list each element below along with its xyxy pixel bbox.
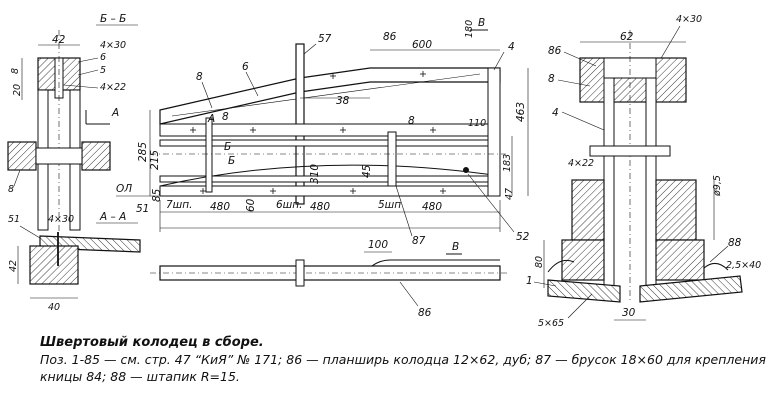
ref-51: 51 xyxy=(136,203,149,215)
ref-8-inner: 8 xyxy=(222,111,229,123)
dim-215: 215 xyxy=(149,150,161,170)
dim-2-5x40: 2,5×40 xyxy=(726,260,761,271)
ref-52: 52 xyxy=(516,231,530,243)
dim-47: 47 xyxy=(504,188,515,200)
dim-100: 100 xyxy=(368,239,388,251)
dim-38: 38 xyxy=(336,95,350,107)
dim-463: 463 xyxy=(515,102,527,122)
section-bb: Б – Б 42 4×30 8 20 6 5 4×22 8 А xyxy=(7,13,138,232)
shaft-well-drawing: Б – Б 42 4×30 8 20 6 5 4×22 8 А А – xyxy=(7,13,761,329)
ref-86-bottom: 86 xyxy=(418,307,432,319)
section-bb-title: Б – Б xyxy=(100,13,126,25)
dim-480-b: 480 xyxy=(310,201,330,213)
dim-4x22: 4×22 xyxy=(100,82,126,93)
ref-57: 57 xyxy=(318,33,332,45)
section-mark-v-top: В xyxy=(478,17,485,29)
dim-80: 80 xyxy=(534,256,545,268)
ref-86-top: 86 xyxy=(383,31,397,43)
dim-285: 285 xyxy=(137,142,149,162)
ref-8-bb: 8 xyxy=(8,184,14,195)
dim-4x30-vv: 4×30 xyxy=(676,14,702,25)
dim-4x30: 4×30 xyxy=(100,40,126,51)
caption-title: Швертовый колодец в сборе. xyxy=(40,335,264,350)
dim-4x22-vv: 4×22 xyxy=(568,158,594,169)
ref-ol: ОЛ xyxy=(116,183,132,195)
ref-51-aa: 51 xyxy=(8,214,20,225)
dim-85: 85 xyxy=(151,188,163,202)
main-view: 57 86 600 180 В 4 8 6 38 463 110 183 47 … xyxy=(116,17,530,247)
ref-5: 5 xyxy=(100,65,106,76)
ref-4-vv: 4 xyxy=(552,107,559,119)
dim-600: 600 xyxy=(412,39,432,51)
dim-110: 110 xyxy=(468,118,486,129)
dim-20: 20 xyxy=(12,84,23,96)
ref-4: 4 xyxy=(508,41,515,53)
dim-5x65: 5×65 xyxy=(538,318,564,329)
arrow-a: А xyxy=(111,107,119,119)
ref-8-top: 8 xyxy=(196,71,203,83)
ref-8-vv: 8 xyxy=(548,73,555,85)
dim-60: 60 xyxy=(245,198,257,212)
ref-b2: Б xyxy=(228,155,235,167)
dim-6shp: 6шп. xyxy=(276,199,303,211)
ref-6: 6 xyxy=(100,52,106,63)
dim-d9-5: ø9,5 xyxy=(712,175,723,197)
ref-b1: Б xyxy=(224,141,231,153)
dim-183: 183 xyxy=(502,154,513,172)
bottom-view: 100 В 86 xyxy=(150,239,510,319)
dim-5shp: 5шп xyxy=(378,199,401,211)
ref-1-vv: 1 xyxy=(526,275,533,287)
ref-8-right: 8 xyxy=(408,115,415,127)
dim-30: 30 xyxy=(622,307,636,319)
dim-4x30-aa: 4×30 xyxy=(48,214,74,225)
dim-180: 180 xyxy=(464,20,475,38)
dim-42-aa: 42 xyxy=(8,260,19,272)
ref-6-top: 6 xyxy=(242,61,249,73)
dim-7shp: 7шп. xyxy=(166,199,193,211)
dim-480-c: 480 xyxy=(422,201,442,213)
ref-87: 87 xyxy=(412,235,426,247)
section-vv: 62 4×30 86 8 4 4×22 ø9,5 80 88 2,5 xyxy=(526,14,761,329)
section-aa: А – А 4×30 51 42 40 xyxy=(8,211,141,313)
dim-40-aa: 40 xyxy=(48,302,60,313)
dim-62: 62 xyxy=(620,31,634,43)
ref-88: 88 xyxy=(728,237,742,249)
figure-caption: Швертовый колодец в сборе. Поз. 1-85 — с… xyxy=(40,334,770,385)
dim-8: 8 xyxy=(10,68,21,74)
caption-text: Поз. 1-85 — см. стр. 47 “КиЯ” № 171; 86 … xyxy=(40,352,766,384)
dim-480-a: 480 xyxy=(210,201,230,213)
ref-86-vv: 86 xyxy=(548,45,562,57)
arrow-a-main: А xyxy=(207,113,215,125)
dim-45: 45 xyxy=(361,164,373,178)
dim-310: 310 xyxy=(309,164,321,184)
section-aa-title: А – А xyxy=(99,211,126,223)
section-mark-v-bottom: В xyxy=(452,241,459,253)
